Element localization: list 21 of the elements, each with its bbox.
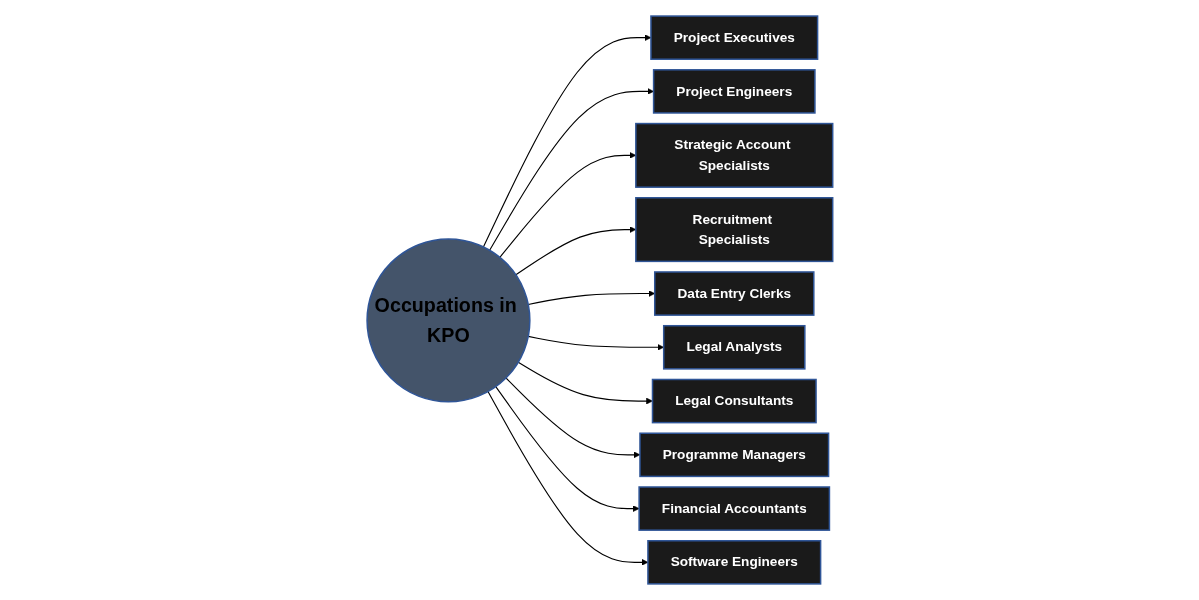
node-box: Legal Analysts <box>662 325 806 370</box>
node-box: Financial Accountants <box>637 486 830 531</box>
arrow <box>527 335 664 351</box>
arrow <box>494 386 639 512</box>
arrow <box>527 290 655 306</box>
node-box: Software Engineers <box>646 540 821 585</box>
arrow <box>488 88 654 251</box>
node-box: Project Engineers <box>652 69 816 114</box>
node-box: Programme Managers <box>638 432 829 478</box>
node-circle: Occupations in KPO <box>365 238 531 403</box>
node-box: Strategic Account Specialists <box>634 122 834 188</box>
arrow <box>498 152 636 258</box>
node-box: Data Entry Clerks <box>653 271 815 316</box>
node-box: Legal Consultants <box>651 378 817 424</box>
node-box: Project Executives <box>649 15 818 60</box>
arrow <box>487 391 648 566</box>
arrow <box>517 361 653 405</box>
arrow <box>505 377 640 459</box>
arrow <box>482 34 651 248</box>
node-box: Recruitment Specialists <box>634 197 834 263</box>
arrow <box>514 226 636 276</box>
